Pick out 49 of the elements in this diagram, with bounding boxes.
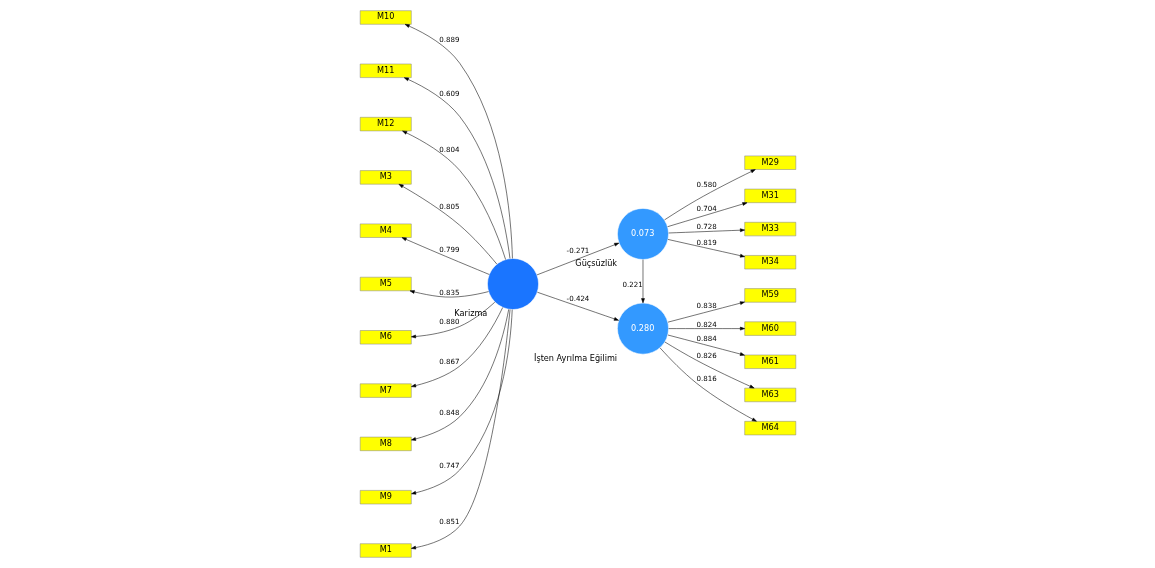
arrow [401,237,490,275]
node-box: M11 [359,63,412,78]
arrow [659,347,757,422]
node-box: M8 [359,436,412,451]
node-box: M63 [743,387,796,402]
node-circle [486,258,539,310]
arrow [666,202,747,227]
node-box: M3 [359,170,412,185]
node-box: M6 [359,330,412,345]
arrow [667,228,745,234]
arrow [663,169,756,221]
node-label: İşten Ayrılma Eğilimi [533,352,617,363]
node-box: M31 [743,188,796,203]
arrow [410,307,503,388]
node-box: M34 [743,255,796,270]
arrow [410,309,512,495]
arrow [410,309,509,441]
node-circle: 0.280 [616,302,669,355]
node-box: M33 [743,222,796,237]
node-box: M5 [359,276,412,292]
node-box: M61 [743,354,796,369]
arrow [409,290,489,298]
arrow [401,130,506,260]
node-box: M1 [359,543,412,558]
node-box: M10 [359,10,412,25]
node-box: M4 [359,223,412,238]
node-circle: 0.073 [616,208,669,260]
arrow [667,326,745,331]
node-box: M7 [359,383,412,398]
arrow [398,184,497,265]
arrow [640,259,645,304]
node-box: M12 [359,117,412,132]
node-box: M9 [359,490,412,505]
arrow [404,24,513,259]
arrow [410,301,495,339]
arrow [667,239,745,258]
node-label: Karizma [453,308,487,319]
node-box: M59 [743,288,796,303]
arrow [403,77,510,259]
arrow [536,242,619,276]
node-label: Güçsüzlük [574,258,617,269]
arrow [536,291,619,321]
node-box: M64 [743,421,796,436]
arrow [664,341,754,389]
node-box: M60 [743,321,796,336]
arrow [410,309,510,550]
node-box: M29 [743,155,796,170]
arrow [667,334,745,356]
arrow [667,301,745,323]
